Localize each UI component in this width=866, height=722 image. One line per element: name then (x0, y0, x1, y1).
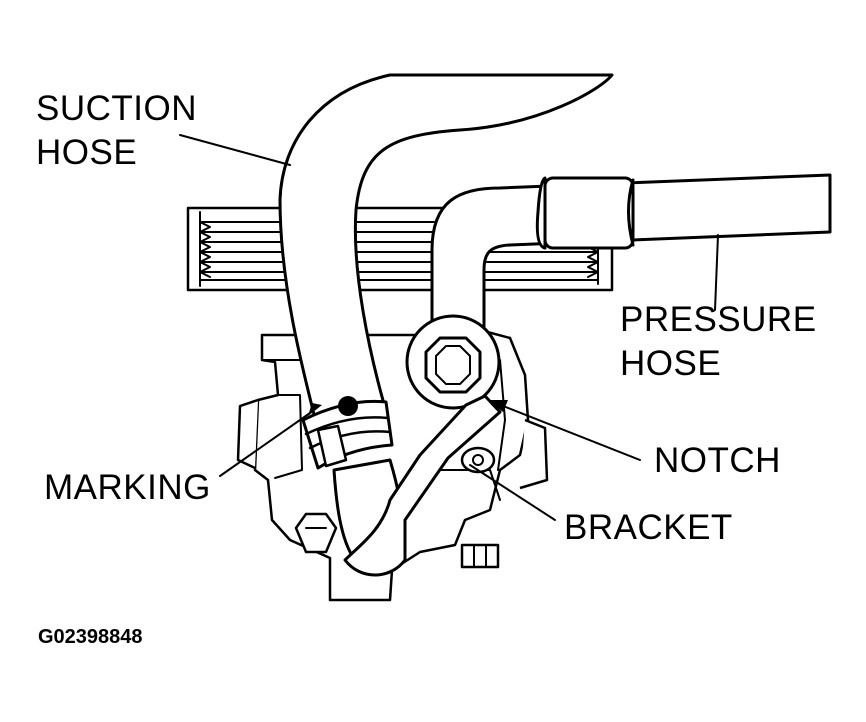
suction-hose-label-line1: SUCTION (36, 89, 197, 128)
notch-label: NOTCH (654, 441, 781, 480)
marking-label: MARKING (44, 468, 211, 507)
pressure-hose-label-line2: HOSE (620, 344, 722, 383)
figure-code: G02398848 (38, 626, 143, 648)
bracket (343, 394, 502, 577)
banjo-fitting (405, 314, 501, 410)
hose-clamp (301, 399, 394, 470)
leader-lines (179, 134, 719, 521)
marking-dot (338, 396, 358, 416)
pressure-hose-label-line1: PRESSURE (620, 300, 817, 339)
pressure-hose (430, 173, 832, 332)
suction-hose-label-line2: HOSE (36, 133, 138, 172)
bracket-label: BRACKET (564, 508, 733, 547)
